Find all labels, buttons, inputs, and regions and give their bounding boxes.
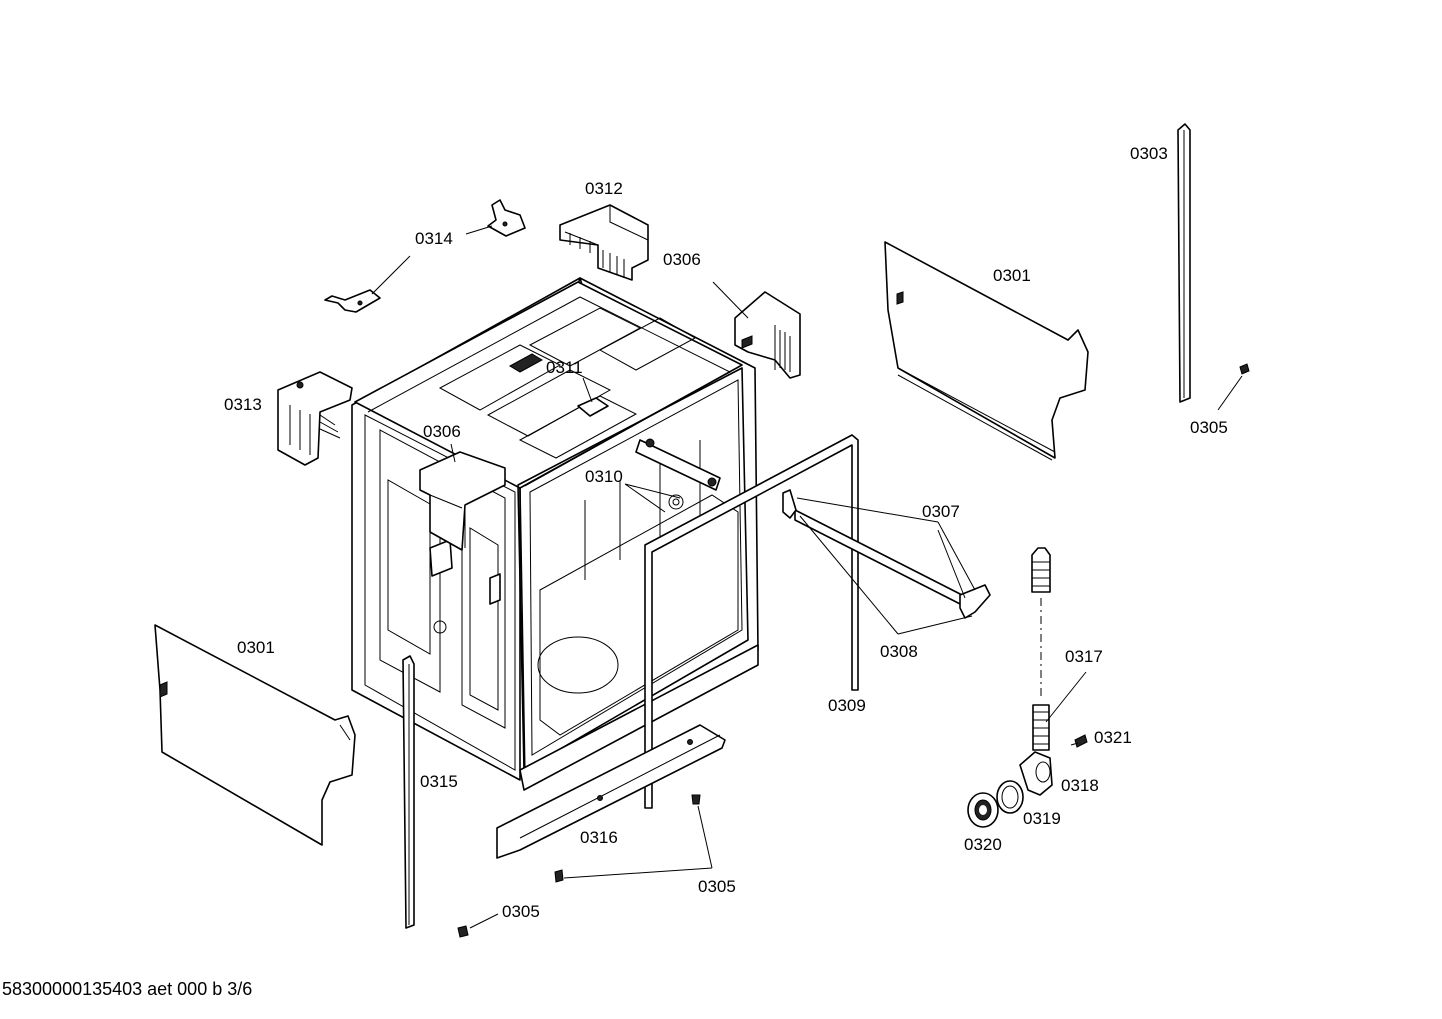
document-code: 58300000135403 aet 000 b 3/6 (2, 979, 253, 999)
part-0316-rail (496, 724, 726, 859)
part-0309-seal (644, 434, 859, 809)
dishwasher-tub (351, 277, 759, 791)
label-0306-right: 0306 (663, 250, 701, 269)
part-0313-module (277, 371, 353, 466)
label-0314: 0314 (415, 229, 453, 248)
label-0313: 0313 (224, 395, 262, 414)
part-0320-cap (967, 792, 999, 828)
part-0318-elbow (1019, 751, 1053, 796)
label-0305-bottom: 0305 (698, 877, 736, 896)
screws (457, 363, 1250, 938)
label-0305-bottom-left: 0305 (502, 902, 540, 921)
part-0307-bar (782, 489, 991, 619)
label-0310: 0310 (585, 467, 623, 486)
label-0316: 0316 (580, 828, 618, 847)
part-0315-strip (402, 655, 415, 929)
label-0321: 0321 (1094, 728, 1132, 747)
label-0305-top-right: 0305 (1190, 418, 1228, 437)
label-0303: 0303 (1130, 144, 1168, 163)
label-0320: 0320 (964, 835, 1002, 854)
label-0301-left: 0301 (237, 638, 275, 657)
label-0315: 0315 (420, 772, 458, 791)
label-0317: 0317 (1065, 647, 1103, 666)
label-0318: 0318 (1061, 776, 1099, 795)
leader-lines (371, 225, 1243, 929)
label-0309: 0309 (828, 696, 866, 715)
part-0319-ring (996, 780, 1024, 814)
part-0312-module (559, 204, 649, 281)
part-0303-strip (1177, 123, 1191, 403)
part-0301-left-panel (154, 624, 356, 846)
label-0306-left: 0306 (423, 422, 461, 441)
label-0301-right: 0301 (993, 266, 1031, 285)
part-0306-right-bracket (734, 291, 801, 379)
label-0308: 0308 (880, 642, 918, 661)
part-0306-left-bracket (419, 451, 506, 551)
label-0311: 0311 (546, 358, 583, 377)
part-0301-right-panel (884, 241, 1089, 461)
part-0314-brackets (324, 199, 526, 313)
part-0317-hose (1031, 547, 1051, 751)
callout-labels: 0301 0301 0303 0305 0305 0305 0306 0306 … (224, 144, 1228, 921)
label-0307: 0307 (922, 502, 960, 521)
label-0312: 0312 (585, 179, 623, 198)
label-0319: 0319 (1023, 809, 1061, 828)
